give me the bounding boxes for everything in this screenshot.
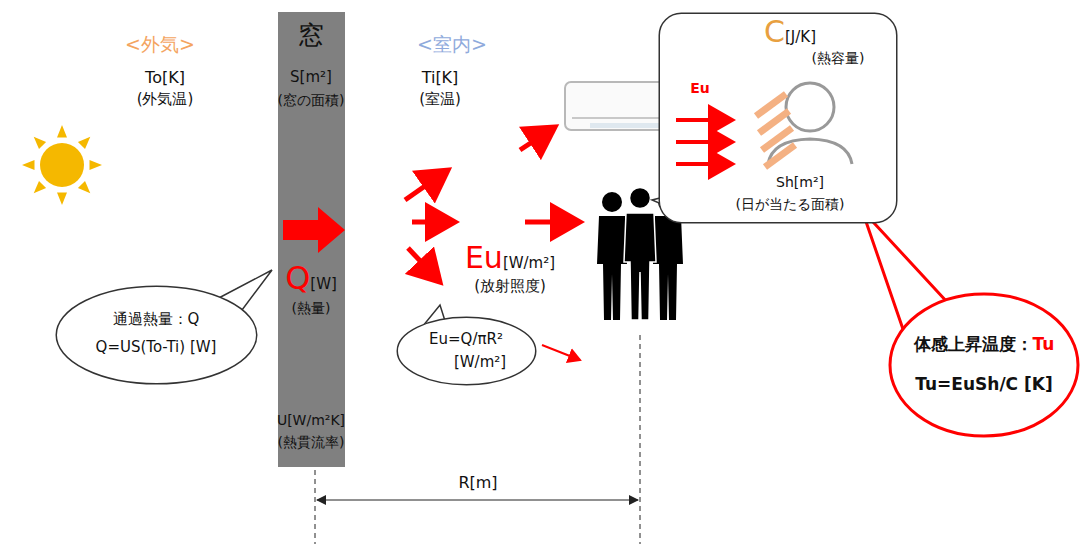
label: <外気> (125, 34, 195, 56)
bubble-shape (397, 317, 536, 385)
text-row: Eu[W/m²] (465, 241, 555, 276)
heat-arrows (405, 127, 580, 282)
node-text: (熱量) (292, 300, 331, 316)
sun-ray (90, 160, 103, 170)
label: Ti[K] (422, 69, 459, 87)
person-head (786, 83, 834, 131)
node-text: [J/K] (785, 29, 816, 46)
text-row: (室温) (419, 91, 461, 108)
sun-ray (57, 193, 67, 206)
text-row: 窓 (298, 21, 324, 51)
label: (放射照度) (474, 278, 546, 295)
text-row: (熱容量) (812, 50, 865, 66)
label: R[m] (458, 474, 497, 492)
node-text: C (764, 15, 785, 50)
text-row: (放射照度) (474, 278, 546, 295)
text-row: 通過熱量：Q (113, 311, 200, 328)
bubble-shape (890, 294, 1078, 436)
dimension-lines (315, 335, 640, 544)
window-band (278, 12, 345, 467)
text-row: (窓の面積) (278, 92, 345, 108)
sun-ray (78, 181, 90, 193)
speech-bubble-outline (55, 285, 258, 385)
sun-ray (57, 125, 67, 138)
label: Eu (465, 241, 503, 276)
node-text: 体感上昇温度： (914, 335, 1033, 355)
heat-arrow-thin (542, 345, 580, 360)
text-row: Tu=EuSh/C [K] (915, 375, 1052, 395)
sun-ray (22, 160, 35, 170)
node-text: Sh[m²] (776, 174, 824, 190)
text-row: (熱量) (292, 300, 331, 316)
text-row: Ti[K] (422, 69, 459, 87)
node-text: Tu=EuSh/C [K] (915, 375, 1052, 395)
sunlight-stroke (765, 145, 795, 167)
text-row: Sh[m²] (776, 174, 824, 190)
node-text: Tu (1033, 335, 1055, 355)
text-row: 体感上昇温度：Tu (914, 335, 1055, 355)
sun-ray (34, 181, 46, 193)
text-row: [W/m²] (454, 354, 506, 371)
speech-bubble-outline (396, 316, 537, 386)
irradiance-arrow (676, 162, 732, 166)
node-text: 通過熱量：Q (113, 311, 200, 328)
node-text: (日が当たる面積) (736, 196, 845, 212)
sun-ray (34, 137, 46, 149)
node-text: Q (285, 260, 310, 297)
speech-bubble-outline (888, 292, 1080, 438)
node-text: (熱容量) (812, 50, 865, 66)
speech-bubble: 体感上昇温度：TuTu=EuSh/C [K] (888, 292, 1080, 438)
text-row: <外気> (125, 34, 195, 56)
label: (外気温) (137, 91, 194, 108)
node-text: Eu (690, 80, 710, 96)
callout-box: C[J/K](熱容量)EuSh[m²](日が当たる面積) (658, 12, 898, 224)
text-row: (熱貫流率) (278, 434, 345, 450)
node-text: (窓の面積) (278, 92, 345, 108)
speech-bubble: Eu=Q/πR² [W/m²] (396, 316, 537, 386)
text-row: Q=US(To-Ti) [W] (96, 339, 217, 356)
speech-bubble: 通過熱量：Q Q=US(To-Ti) [W] (55, 285, 258, 385)
node-text: (熱貫流率) (278, 434, 345, 450)
dimension-arrow (317, 500, 638, 501)
node-text: [W/m²] (454, 354, 506, 371)
node-text: 窓 (298, 21, 324, 51)
sun-ray (78, 137, 90, 149)
node-text: [W] (310, 276, 337, 293)
text-row: Q[W] (285, 260, 337, 297)
label: To[K] (145, 69, 185, 87)
node-text: U[W/m²K] (277, 412, 345, 428)
text-row: Eu (690, 80, 710, 96)
bubble-shape (56, 286, 257, 384)
text-row: <室内> (417, 34, 487, 56)
text-row: R[m] (458, 474, 497, 492)
irradiance-arrow (676, 118, 732, 122)
label: <室内> (417, 34, 487, 56)
text-row: U[W/m²K] (277, 412, 345, 428)
box-shape (659, 13, 897, 223)
sun (22, 125, 102, 205)
text-row: To[K] (145, 69, 185, 87)
label: [W/m²] (503, 255, 555, 272)
node-text: Eu=Q/πR² (429, 331, 503, 348)
text-row: (外気温) (137, 91, 194, 108)
irradiance-arrow (676, 140, 732, 144)
node-text: Q=US(To-Ti) [W] (96, 339, 217, 356)
text-row: C[J/K] (764, 15, 816, 50)
text-row: S[m²] (290, 69, 332, 86)
window-region: 窓 S[m²] (窓の面積) Q[W] (熱量) U[W/m²K] (熱貫流率) (251, 12, 372, 467)
text-row: (日が当たる面積) (736, 196, 845, 212)
heat-arrow (283, 207, 345, 253)
node-text: S[m²] (290, 69, 332, 86)
text-row: Eu=Q/πR² (429, 331, 503, 348)
label: (室温) (419, 91, 461, 108)
